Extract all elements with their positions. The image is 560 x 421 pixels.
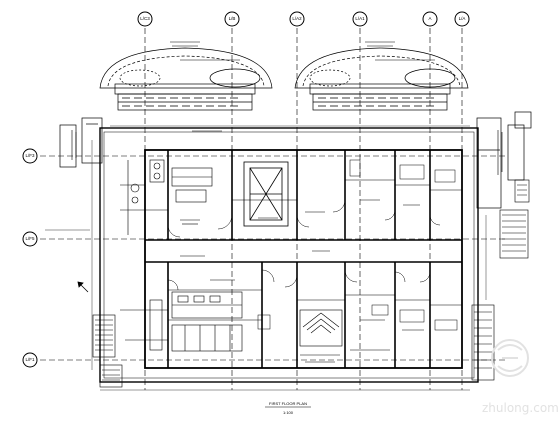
canopy-annotations: [170, 41, 435, 61]
watermark: zhulong.com: [482, 339, 559, 415]
left-grid-bubble: L/F3: [22, 148, 38, 164]
door-swings: [167, 199, 441, 291]
room-fixtures: [257, 159, 458, 356]
svg-text:L/F5: L/F5: [25, 236, 35, 241]
svg-text:L/F1: L/F1: [25, 357, 35, 362]
top-grid-bubble: L/A1: [352, 11, 368, 27]
svg-text:L/A: L/A: [459, 16, 466, 21]
svg-text:L/C3: L/C3: [140, 16, 150, 21]
equipment-upper-left: [120, 159, 213, 235]
drawing-title: FIRST FLOOR PLAN: [269, 401, 307, 406]
canopy-left: [99, 47, 273, 111]
top-grid-bubble: L/B: [224, 11, 240, 27]
canopy-right: [294, 47, 469, 111]
drawing-title-block: FIRST FLOOR PLAN 1:100: [265, 401, 311, 415]
top-grid-bubble: L/A2: [289, 11, 305, 27]
vertical-grid-lines: [144, 28, 463, 390]
stair-shaft: [243, 161, 289, 227]
svg-text:L/F3: L/F3: [25, 153, 35, 158]
left-grid-bubble: L/F5: [22, 231, 38, 247]
stair-right-upper: [499, 209, 529, 259]
building-outer-wall: [99, 127, 479, 383]
stair-bottom-left: [99, 364, 123, 388]
top-grid-bubble: L/C3: [137, 11, 153, 27]
stair-center: [299, 309, 343, 347]
drawing-scale: 1:100: [283, 410, 294, 415]
top-grid-bubble: L/A: [454, 11, 470, 27]
side-annotations: [71, 130, 503, 175]
equipment-lower-left: [120, 291, 243, 352]
stair-right-lower: [471, 304, 495, 381]
dimension-lines: [45, 125, 487, 391]
horizontal-grid-lines: [40, 155, 505, 361]
stair-right-top: [514, 179, 530, 203]
room-label-stubs: [180, 130, 424, 363]
right-wing: [476, 111, 532, 209]
top-grid-bubble: A: [422, 11, 438, 27]
watermark-text: zhulong.com: [482, 401, 559, 415]
stair-left-lower: [92, 314, 116, 358]
interior-walls: [145, 150, 462, 368]
north-arrow-icon: [77, 281, 89, 293]
left-grid-bubble: L/F1: [22, 352, 38, 368]
svg-text:L/B: L/B: [229, 16, 236, 21]
svg-text:L/A1: L/A1: [355, 16, 365, 21]
svg-text:L/A2: L/A2: [292, 16, 302, 21]
svg-text:A: A: [428, 16, 431, 21]
left-wing: [59, 117, 103, 168]
partitions: [168, 179, 462, 321]
